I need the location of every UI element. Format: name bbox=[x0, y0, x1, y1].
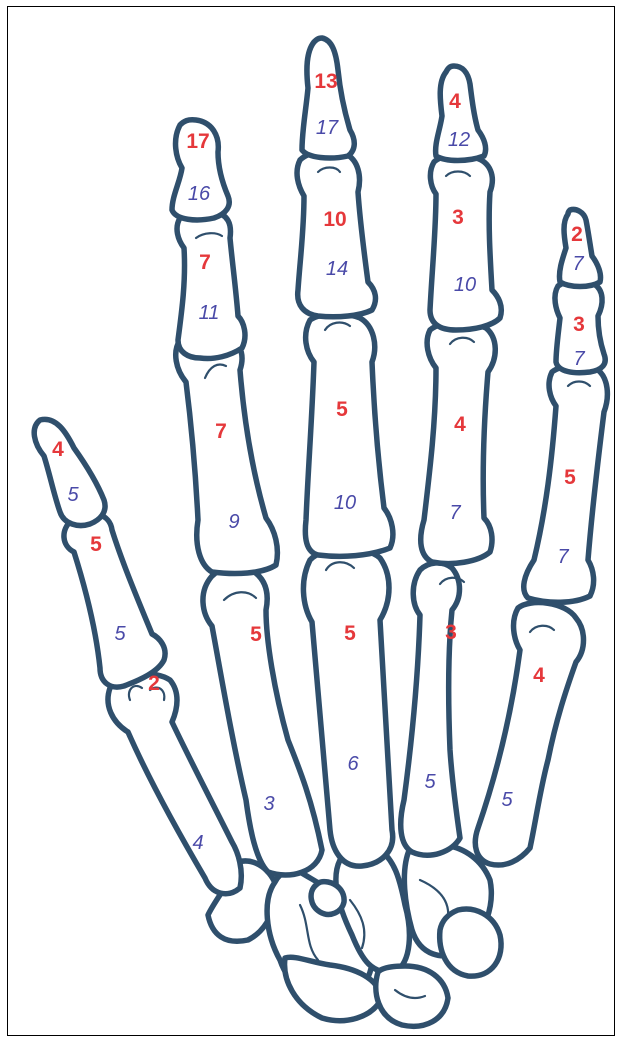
ring-metacarpal bbox=[401, 563, 460, 855]
thumb-distal-red-label: 4 bbox=[52, 438, 64, 461]
thumb-proximal-blue-label: 5 bbox=[114, 623, 126, 645]
little-metacarpal-red-label: 4 bbox=[533, 664, 545, 687]
little-middle-blue-label: 7 bbox=[573, 348, 585, 370]
thumb-proximal-phalanx bbox=[64, 514, 165, 687]
lunate-bone bbox=[376, 966, 448, 1026]
index-proximal-blue-label: 9 bbox=[228, 511, 239, 533]
index-middle-blue-label: 11 bbox=[199, 302, 220, 324]
thumb-metacarpal-blue-label: 4 bbox=[192, 832, 203, 854]
index-metacarpal-blue-label: 3 bbox=[263, 793, 274, 815]
middle-proximal-phalanx bbox=[305, 314, 393, 557]
ring-metacarpal-blue-label: 5 bbox=[424, 771, 436, 793]
little-middle-red-label: 3 bbox=[573, 313, 585, 336]
thumb-proximal-red-label: 5 bbox=[90, 533, 102, 556]
index-middle-red-label: 7 bbox=[199, 251, 211, 274]
triquetrum-bone bbox=[440, 909, 501, 976]
middle-middle-phalanx bbox=[297, 152, 375, 317]
carpal-bones bbox=[208, 844, 501, 1026]
ring-finger-bones bbox=[401, 66, 502, 855]
thumb-metacarpal bbox=[108, 674, 241, 894]
index-proximal-phalanx bbox=[176, 333, 278, 574]
middle-middle-blue-label: 14 bbox=[326, 258, 348, 280]
middle-metacarpal-blue-label: 6 bbox=[347, 753, 359, 775]
ring-proximal-phalanx bbox=[421, 322, 496, 563]
middle-finger-bones bbox=[297, 38, 393, 866]
ring-metacarpal-red-label: 3 bbox=[445, 621, 457, 644]
index-proximal-red-label: 7 bbox=[215, 420, 227, 443]
little-distal-blue-label: 7 bbox=[572, 253, 584, 275]
ring-proximal-blue-label: 7 bbox=[449, 502, 461, 524]
ring-middle-phalanx bbox=[430, 155, 501, 330]
middle-distal-blue-label: 17 bbox=[316, 117, 339, 139]
pisiform-bone bbox=[311, 882, 344, 915]
ring-distal-red-label: 4 bbox=[449, 90, 461, 113]
middle-distal-phalanx bbox=[302, 38, 354, 158]
middle-proximal-blue-label: 10 bbox=[334, 492, 356, 514]
ring-proximal-red-label: 4 bbox=[454, 413, 466, 436]
index-distal-red-label: 17 bbox=[186, 130, 209, 153]
middle-distal-red-label: 13 bbox=[314, 70, 337, 93]
middle-middle-red-label: 10 bbox=[323, 208, 346, 231]
little-proximal-red-label: 5 bbox=[564, 466, 576, 489]
little-distal-red-label: 2 bbox=[571, 223, 583, 246]
ring-distal-blue-label: 12 bbox=[448, 129, 470, 151]
ring-middle-blue-label: 10 bbox=[454, 274, 476, 296]
thumb-distal-blue-label: 5 bbox=[67, 484, 79, 506]
index-distal-blue-label: 16 bbox=[188, 183, 211, 205]
ring-middle-red-label: 3 bbox=[452, 206, 464, 229]
thumb-metacarpal-red-label: 2 bbox=[148, 672, 160, 695]
middle-proximal-red-label: 5 bbox=[336, 398, 348, 421]
thumb-distal-phalanx bbox=[34, 419, 105, 525]
middle-metacarpal-red-label: 5 bbox=[344, 622, 356, 645]
index-metacarpal-red-label: 5 bbox=[250, 623, 262, 646]
little-metacarpal bbox=[475, 603, 583, 865]
little-metacarpal-blue-label: 5 bbox=[501, 789, 513, 811]
little-proximal-blue-label: 7 bbox=[557, 546, 569, 568]
